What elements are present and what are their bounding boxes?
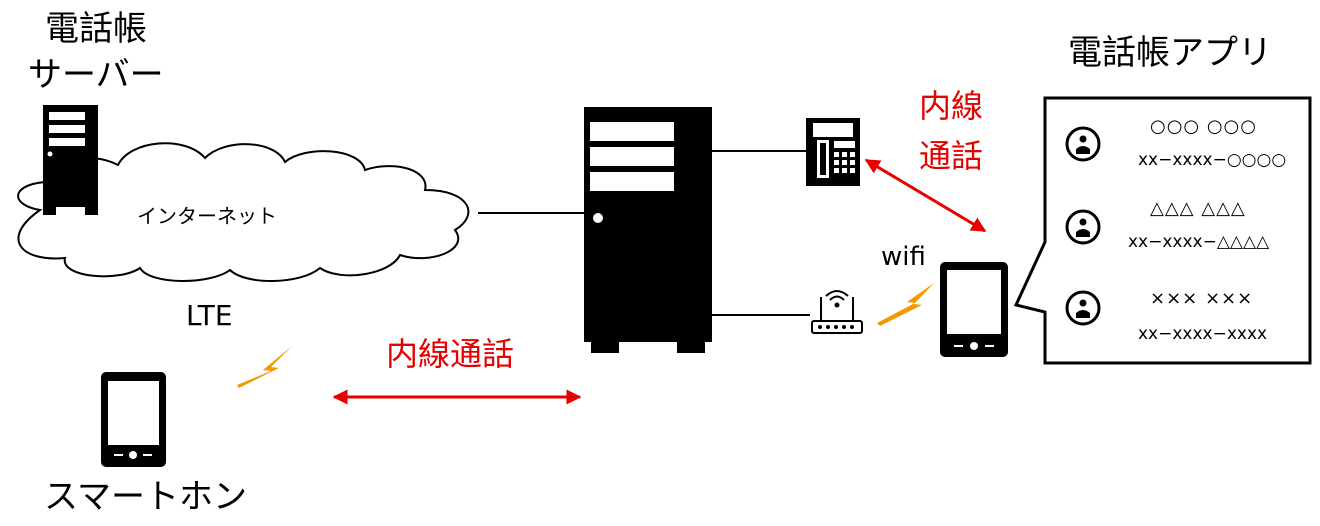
wifi-router-icon — [811, 290, 863, 334]
contact-number: xx−xxxx−△△△△ — [1128, 232, 1270, 252]
wifi-label: wifi — [881, 242, 926, 272]
desk-phone-icon — [806, 118, 860, 186]
internet-cloud-icon — [17, 142, 470, 282]
pbx-server-icon — [584, 107, 712, 353]
wifi-signal-icon — [877, 283, 934, 326]
contact-name: ○○○ ○○○ — [1150, 116, 1257, 137]
internet-label: インターネット — [137, 204, 277, 228]
extension-call-label-right-line1: 内線 — [919, 87, 984, 125]
person-icon — [1065, 126, 1101, 162]
smartphone-right-icon — [940, 262, 1008, 357]
phonebook-app-title: 電話帳アプリ — [1068, 33, 1272, 73]
smartphone-left-icon — [101, 372, 166, 467]
contact-name: ××× ××× — [1150, 288, 1254, 309]
extension-call-label-main: 内線通話 — [386, 335, 515, 373]
extension-call-label-right-line2: 通話 — [919, 137, 984, 175]
person-icon — [1065, 209, 1101, 245]
phonebook-server-label-line2: サーバー — [28, 55, 164, 95]
lte-signal-icon — [237, 346, 292, 388]
contact-name: △△△ △△△ — [1150, 198, 1246, 219]
smartphone-label: スマートホン — [44, 477, 247, 517]
extension-call-arrow-right — [864, 158, 987, 233]
contact-number: xx−xxxx−xxxx — [1138, 324, 1268, 344]
contact-number: xx−xxxx−○○○○ — [1138, 150, 1287, 170]
phonebook-server-icon — [43, 105, 98, 215]
person-icon — [1065, 290, 1101, 326]
phonebook-server-label-line1: 電話帳 — [45, 9, 147, 49]
lte-label: LTE — [186, 299, 233, 332]
